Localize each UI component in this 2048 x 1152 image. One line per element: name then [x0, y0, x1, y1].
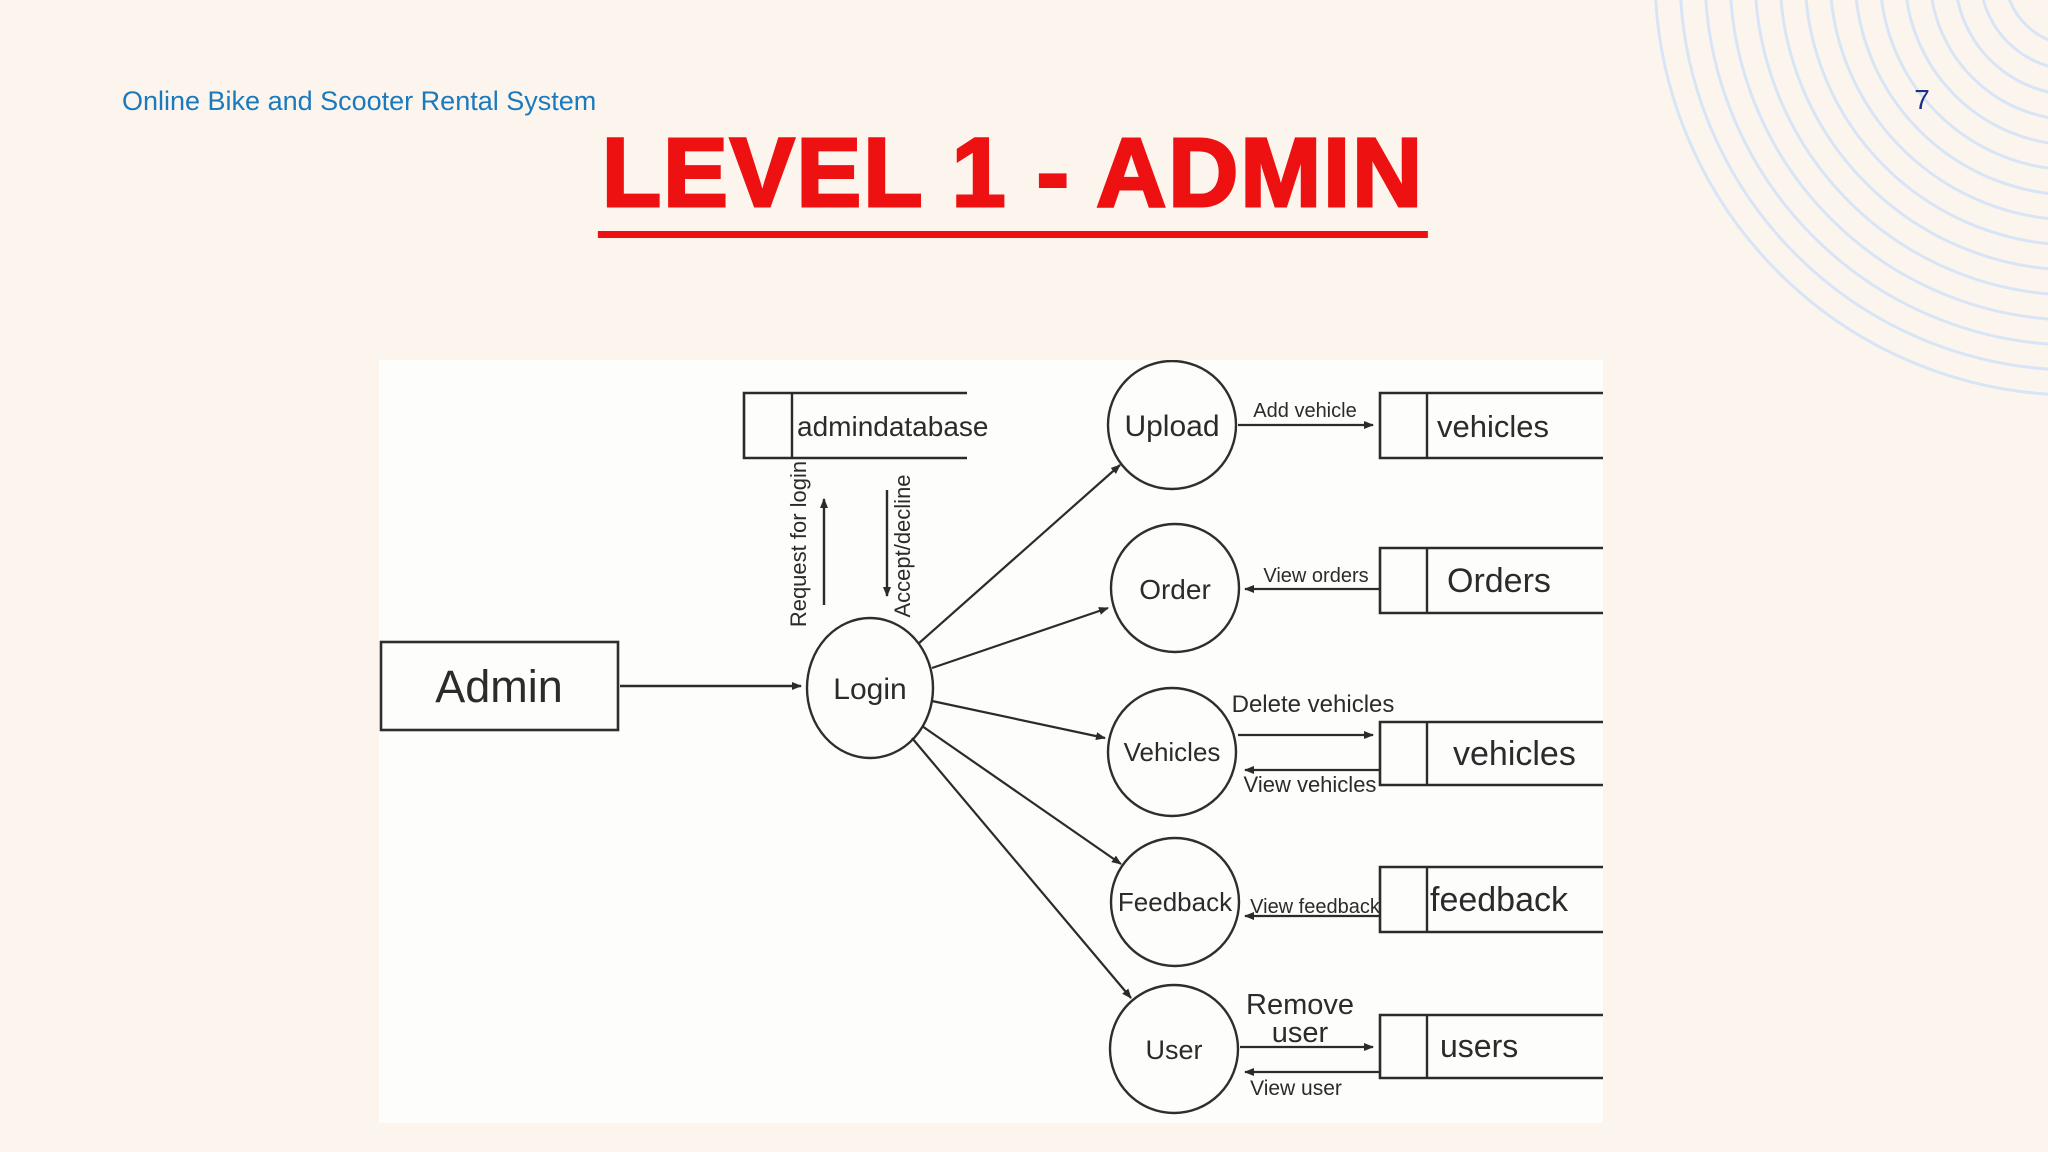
document-title: Online Bike and Scooter Rental System [122, 86, 597, 116]
store-vehicles-mid-label: vehicles [1453, 735, 1576, 773]
process-user-label: User [1145, 1035, 1202, 1065]
flow-login-feedback [921, 725, 1122, 865]
store-admindatabase: admindatabase [742, 391, 988, 460]
store-vehicles-top: vehicles [1378, 391, 1603, 460]
process-upload-label: Upload [1124, 410, 1219, 443]
flow-delete-vehicles-label: Delete vehicles [1232, 691, 1395, 718]
store-feedback-label: feedback [1430, 881, 1569, 919]
flow-accept-decline: Accept/decline [883, 474, 915, 618]
flow-view-vehicles-label: View vehicles [1244, 772, 1377, 797]
flow-view-feedback-label: View feedback [1250, 896, 1381, 918]
flow-remove-user-label-line2: user [1272, 1017, 1329, 1049]
process-order: Order [1109, 522, 1241, 654]
process-vehicles: Vehicles [1106, 686, 1238, 818]
flow-accept-decline-label: Accept/decline [890, 474, 915, 617]
flow-view-user: View user [1244, 1068, 1380, 1100]
entity-admin: Admin [379, 640, 620, 732]
store-vehicles-mid: vehicles [1378, 720, 1603, 787]
flow-login-upload [917, 464, 1121, 645]
flow-delete-vehicles: Delete vehicles [1232, 691, 1395, 739]
entity-admin-label: Admin [435, 661, 563, 712]
flow-login-vehicles [931, 699, 1106, 741]
flow-view-feedback: View feedback [1244, 896, 1381, 920]
flow-view-orders: View orders [1244, 565, 1380, 593]
store-orders: Orders [1378, 546, 1603, 615]
process-order-label: Order [1139, 574, 1211, 605]
process-feedback-label: Feedback [1118, 887, 1233, 917]
slide-header: Online Bike and Scooter Rental System 7 [0, 0, 2048, 130]
flow-remove-user-label-line1: Remove [1246, 989, 1354, 1021]
flow-view-orders-label: View orders [1263, 565, 1368, 587]
process-login: Login [805, 616, 935, 760]
flow-login-user [911, 737, 1132, 999]
slide-title: LEVEL 1 - ADMIN [597, 123, 1429, 238]
process-upload: Upload [1106, 359, 1238, 491]
process-vehicles-label: Vehicles [1124, 737, 1221, 767]
store-users-label: users [1440, 1028, 1518, 1064]
store-vehicles-top-label: vehicles [1437, 409, 1549, 444]
store-orders-label: Orders [1447, 562, 1551, 600]
process-feedback: Feedback [1109, 836, 1241, 968]
flow-request-for-login: Request for login [786, 461, 828, 627]
store-feedback: feedback [1378, 865, 1603, 934]
process-login-label: Login [833, 673, 906, 706]
flow-remove-user: Remove user [1240, 989, 1374, 1051]
process-user: User [1108, 983, 1240, 1115]
dfd-level1-admin-diagram: Admin admindatabase Request for login Ac… [379, 359, 1603, 1123]
flow-login-order [931, 606, 1109, 670]
flow-add-vehicle-label: Add vehicle [1253, 400, 1356, 422]
store-admindatabase-label: admindatabase [797, 411, 988, 442]
flow-view-vehicles: View vehicles [1244, 766, 1380, 797]
store-users: users [1378, 1013, 1603, 1080]
dfd-canvas: Admin admindatabase Request for login Ac… [379, 359, 1603, 1115]
flow-view-user-label: View user [1250, 1077, 1342, 1100]
page-number: 7 [1914, 84, 1930, 115]
flow-add-vehicle: Add vehicle [1238, 400, 1374, 429]
flow-request-for-login-label: Request for login [786, 461, 811, 627]
